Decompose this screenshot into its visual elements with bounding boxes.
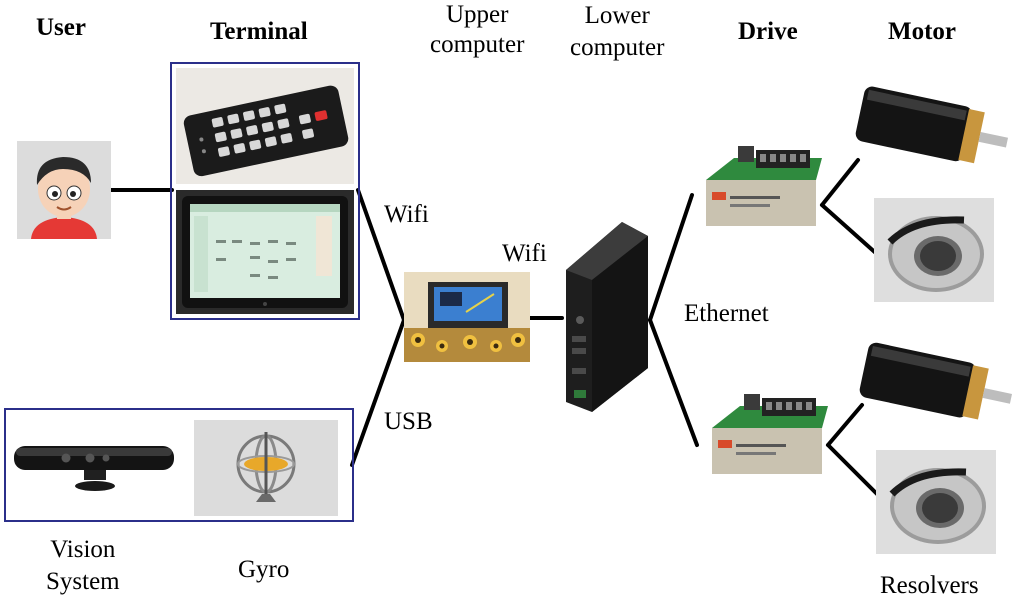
label-user: User bbox=[36, 14, 86, 41]
ethernet-wire-bottom bbox=[648, 318, 699, 447]
ethernet-wire-top bbox=[648, 193, 694, 322]
gyroscope-icon bbox=[194, 420, 338, 516]
mini-pc-icon bbox=[560, 218, 652, 414]
motor-wire-1 bbox=[820, 158, 860, 207]
remote-control-icon bbox=[176, 68, 354, 184]
sensor-group bbox=[4, 408, 354, 522]
label-ethernet: Ethernet bbox=[684, 300, 769, 327]
terminal-group bbox=[170, 62, 360, 320]
label-lower-computer: Lower computer bbox=[570, 2, 665, 61]
label-gyro: Gyro bbox=[238, 556, 290, 583]
label-terminal: Terminal bbox=[210, 18, 308, 45]
label-drive: Drive bbox=[738, 18, 798, 45]
label-resolvers: Resolvers bbox=[880, 572, 979, 599]
resolver-wire-1 bbox=[820, 203, 880, 257]
label-upper-computer: Upper computer bbox=[430, 1, 525, 58]
motor-drive-icon bbox=[698, 140, 824, 240]
usb-wire bbox=[350, 318, 406, 467]
motor-icon bbox=[848, 80, 1018, 180]
user-avatar-icon bbox=[17, 141, 111, 239]
tablet-icon bbox=[176, 190, 354, 314]
resolver-icon-2 bbox=[876, 450, 996, 554]
motor-icon-2 bbox=[852, 336, 1020, 436]
resolver-icon bbox=[874, 198, 994, 302]
kinect-sensor-icon bbox=[10, 420, 176, 516]
label-wifi-link: Wifi bbox=[502, 240, 547, 267]
label-motor: Motor bbox=[888, 18, 957, 45]
motor-wire-2 bbox=[826, 403, 864, 447]
label-wifi-terminal: Wifi bbox=[384, 201, 429, 228]
wifi-wire bbox=[356, 188, 406, 322]
robot-board-icon bbox=[404, 272, 530, 362]
label-vision-system: Vision System bbox=[46, 536, 120, 595]
motor-drive-icon-2 bbox=[704, 388, 830, 488]
label-usb: USB bbox=[384, 408, 433, 435]
resolver-wire-2 bbox=[826, 443, 880, 497]
